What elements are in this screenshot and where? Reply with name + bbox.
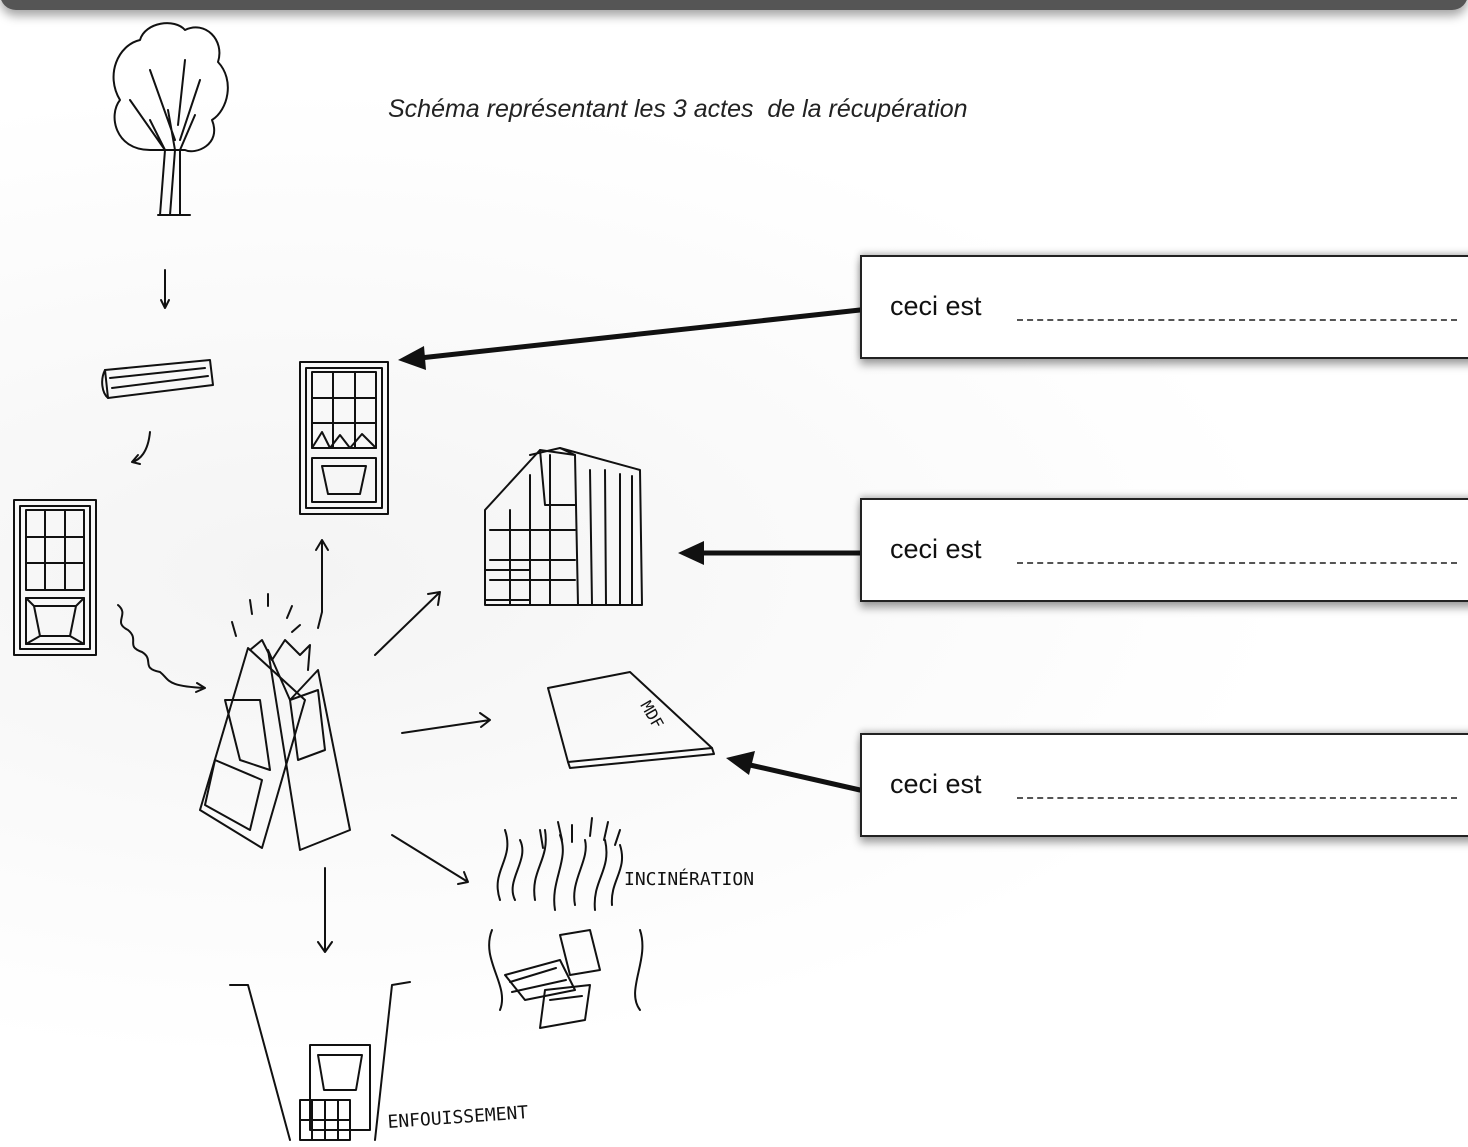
answer-prefix: ceci est	[890, 291, 982, 321]
tree-drawing	[112, 22, 229, 216]
burial-drawing: ENFOUISSEMENT	[229, 981, 529, 1141]
answer-blank[interactable]	[1017, 797, 1457, 799]
arrow-to-mdf	[401, 712, 491, 734]
answer-box-2: ceci est	[860, 498, 1468, 602]
answer-blank[interactable]	[1017, 562, 1457, 564]
mdf-board-drawing: MDF	[547, 671, 715, 769]
log-drawing	[101, 359, 214, 399]
arrow-log-window	[131, 431, 151, 465]
fire-drawing: INCINÉRATION	[488, 817, 754, 1029]
answer-prefix: ceci est	[890, 769, 982, 799]
top-toolbar-edge	[0, 0, 1468, 10]
impact-lines	[231, 593, 301, 637]
arrow-to-window-top	[315, 539, 329, 629]
pointer-head-1	[398, 346, 426, 370]
arrow-window-broken	[117, 604, 206, 693]
window-left-drawing	[13, 499, 97, 656]
diagram-caption: Schéma représentant les 3 actes de la ré…	[388, 95, 968, 123]
answer-prefix: ceci est	[890, 534, 982, 564]
arrow-to-greenhouse	[374, 591, 441, 656]
enfouissement-label: ENFOUISSEMENT	[387, 1102, 529, 1133]
answer-box-3: ceci est	[860, 733, 1468, 837]
arrow-to-burial	[317, 867, 333, 953]
answer-box-1: ceci est	[860, 255, 1468, 359]
pointer-head-2	[678, 541, 704, 565]
greenhouse-drawing	[484, 447, 643, 606]
arrow-to-incineration	[391, 834, 469, 885]
broken-window-drawing	[199, 639, 351, 851]
pointer-head-3	[726, 751, 755, 775]
incineration-label: INCINÉRATION	[624, 868, 754, 890]
answer-blank[interactable]	[1017, 319, 1457, 321]
arrow-tree-log	[160, 269, 170, 309]
window-top-drawing	[299, 361, 389, 515]
pointer-arrows	[417, 307, 863, 793]
